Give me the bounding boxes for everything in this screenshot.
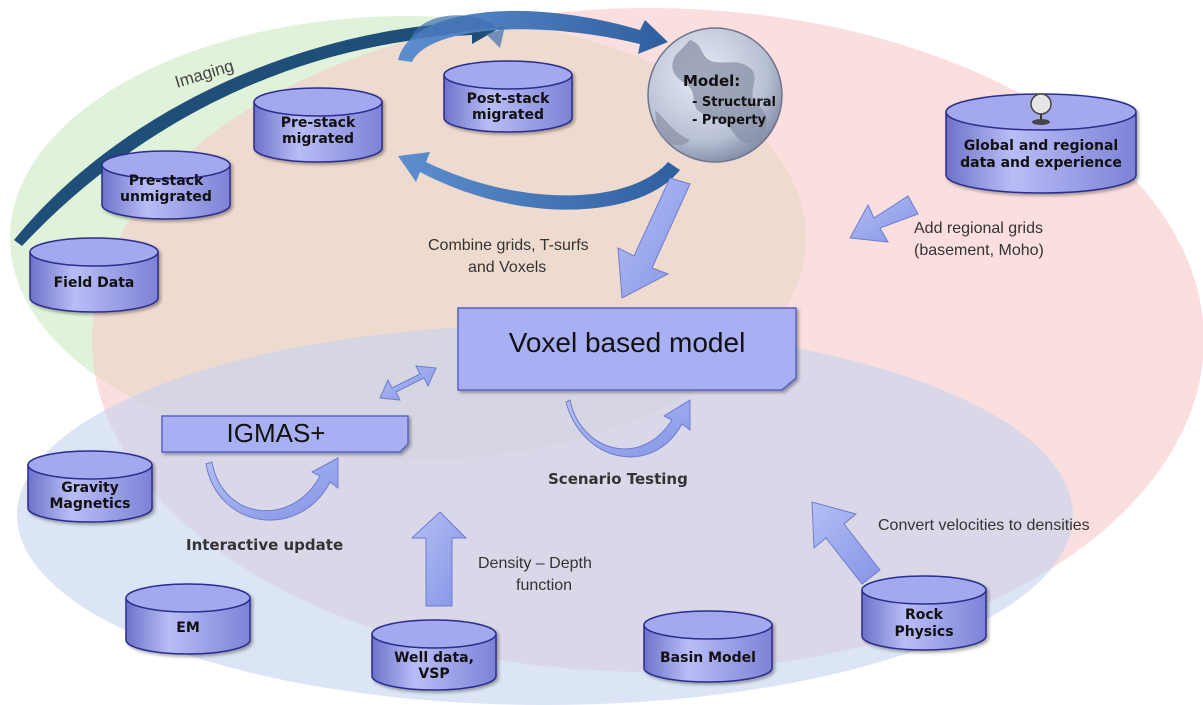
model-globe-icon <box>647 27 783 163</box>
cylinder-field-data <box>29 237 159 313</box>
global-regional-line1: Global and regional <box>964 138 1118 154</box>
global-regional-line2: data and experience <box>960 155 1122 171</box>
basin-model-label: Basin Model <box>660 650 756 666</box>
bottom-cycle-arrow <box>398 152 680 210</box>
pre-stack-migrated-line1: Pre-stack <box>281 115 356 131</box>
regional-grids-arrow <box>849 195 919 243</box>
well-data-line2: VSP <box>418 666 449 682</box>
double-arrow-icon <box>379 365 437 401</box>
cylinder-em <box>125 583 251 655</box>
small-cycle-arrow <box>410 15 505 49</box>
globe-title: Model: <box>683 72 740 90</box>
globe-item-structural: - Structural <box>692 95 776 110</box>
cylinder-post-stack-migrated <box>443 60 573 133</box>
small-globe-icon <box>1030 93 1052 125</box>
well-data-line1: Well data, <box>394 650 474 666</box>
em-label: EM <box>176 620 200 636</box>
combine-line2: and Voxels <box>468 259 546 276</box>
convert-velocities-arrow <box>811 501 881 585</box>
interactive-update-label: Interactive update <box>186 536 343 554</box>
pre-stack-migrated-line2: migrated <box>282 131 354 147</box>
interactive-cycle-arrow <box>205 457 339 521</box>
cylinder-basin-model <box>643 610 773 683</box>
cylinder-gravity-magnetics <box>27 450 153 523</box>
density-depth-line2: function <box>516 577 572 594</box>
gravity-label: Gravity <box>61 480 119 496</box>
cylinder-pre-stack-unmigrated <box>101 150 231 220</box>
density-depth-line1: Density – Depth <box>478 555 592 572</box>
scenario-testing-label: Scenario Testing <box>548 470 688 488</box>
voxel-model-box <box>457 307 797 391</box>
voxel-model-label: Voxel based model <box>509 327 746 358</box>
post-stack-migrated-line2: migrated <box>472 107 544 123</box>
igmas-label: IGMAS+ <box>227 418 326 448</box>
post-stack-migrated-line1: Post-stack <box>467 91 550 107</box>
globe-to-voxel-arrow <box>617 177 691 299</box>
pre-stack-unmigrated-line2: unmigrated <box>120 189 212 205</box>
add-regional-line2: (basement, Moho) <box>914 242 1044 259</box>
convert-velocities-label: Convert velocities to densities <box>878 517 1090 534</box>
add-regional-line1: Add regional grids <box>914 220 1043 237</box>
scenario-cycle-arrow <box>565 399 691 458</box>
globe-item-property: - Property <box>692 113 767 128</box>
density-depth-arrow <box>410 511 468 607</box>
cylinder-well-data <box>371 619 497 691</box>
cylinder-rock-physics <box>861 575 987 651</box>
igmas-box <box>161 415 409 453</box>
physics-label: Physics <box>894 624 953 640</box>
combine-line1: Combine grids, T-surfs <box>428 237 589 254</box>
rock-label: Rock <box>905 607 944 623</box>
magnetics-label: Magnetics <box>50 496 131 512</box>
pre-stack-unmigrated-line1: Pre-stack <box>129 173 204 189</box>
cylinder-pre-stack-migrated <box>253 87 383 163</box>
field-data-label: Field Data <box>54 275 135 291</box>
